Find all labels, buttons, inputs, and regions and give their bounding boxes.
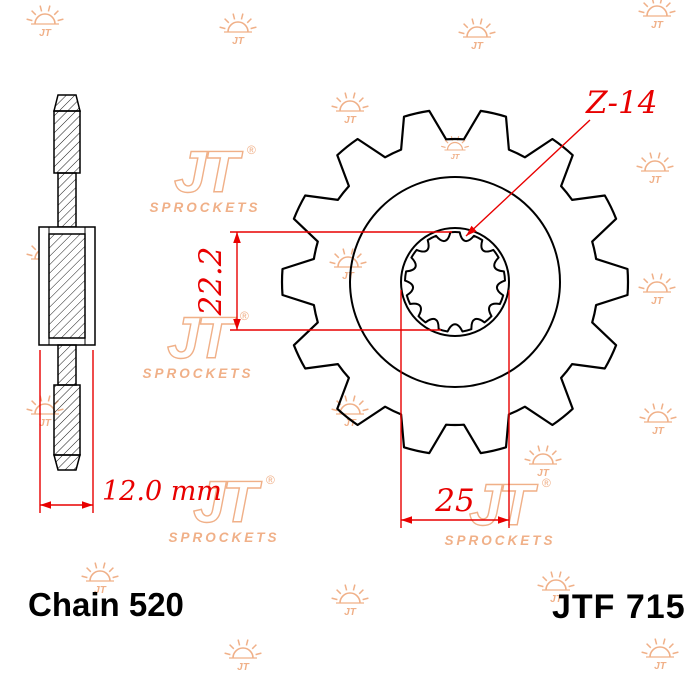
shaft-bottom-chamfer [53, 454, 81, 471]
jt-sprockets-logo: JT ® SPROCKETS [444, 472, 555, 548]
jt-mini-logo-text: JT [39, 418, 52, 429]
registered-mark: ® [266, 473, 275, 487]
bore-diameter-label: 25 [434, 483, 474, 519]
jt-mini-logo-text: JT [237, 662, 250, 673]
registered-mark: ® [542, 476, 551, 490]
registered-mark: ® [240, 309, 249, 323]
jt-mini-logo-text: JT [654, 661, 667, 672]
jt-mini-logo-text: JT [39, 28, 52, 39]
dimension-arrowhead [233, 232, 241, 243]
jt-mini-logo-text: JT [651, 296, 664, 307]
sun-icon: JT [638, 273, 676, 307]
leader-line [465, 119, 591, 237]
jt-sprockets-logo: JT ® SPROCKETS [149, 139, 260, 215]
shaft-upper-section [53, 110, 81, 174]
sun-icon: JT [638, 0, 676, 31]
jt-mini-logo-text: JT [94, 585, 107, 596]
jt-mini-logo-text: JT [471, 41, 484, 52]
dimension-arrowhead [498, 516, 509, 524]
dimension-arrowhead [401, 516, 412, 524]
sprockets-text: SPROCKETS [149, 200, 260, 215]
jt-mini-logo-text: JT [550, 594, 563, 605]
jt-sprockets-logo: JT ® SPROCKETS [142, 305, 253, 381]
sun-icon: JT [219, 13, 257, 47]
hub-core-section [48, 233, 86, 339]
sprockets-text: SPROCKETS [444, 533, 555, 548]
dimension-arrowhead [82, 501, 93, 509]
jt-logo-text: JT [174, 140, 243, 205]
shaft-upper-neck [57, 172, 77, 228]
sprockets-text: SPROCKETS [168, 530, 279, 545]
shaft-lower-section [53, 384, 81, 456]
jt-mini-logo-text: JT [652, 426, 665, 437]
dimension-annotations: 22.2 25 12.0 mm Z-14 [39, 85, 657, 528]
jt-logo-text: JT [469, 473, 538, 538]
dimension-arrowhead [466, 225, 477, 236]
watermark-layer: JTJTJTJTJTJTJTJTJTJTJTJTJTJTJTJTJTJTJTJT… [26, 0, 679, 673]
shaft-lower-neck [57, 344, 77, 386]
gear-teeth-outline [280, 109, 630, 455]
spline-bore-outline [404, 230, 506, 333]
jt-mini-logo-text: JT [651, 20, 664, 31]
registered-mark: ® [247, 143, 256, 157]
jt-mini-logo-text: JT [344, 418, 357, 429]
jt-mini-logo-text: JT [344, 607, 357, 618]
jt-sprockets-logo: JT ® SPROCKETS [168, 469, 279, 545]
sun-icon: JT [329, 248, 367, 282]
jt-mini-logo-text: JT [451, 152, 461, 161]
jt-mini-logo-text: JT [342, 271, 355, 282]
dimension-arrowhead [40, 501, 51, 509]
sprocket-side-view [38, 94, 96, 471]
sun-icon: JT [81, 562, 119, 596]
sun-icon: JT [331, 584, 369, 618]
sun-icon: JT [537, 571, 575, 605]
part-number-label: JTF 715 [552, 588, 686, 626]
jt-mini-logo-text: JT [537, 468, 550, 479]
sun-icon: JT [26, 5, 64, 39]
sun-icon: JT [639, 403, 677, 437]
hub-circle [349, 176, 561, 388]
jt-logo-text: JT [193, 470, 262, 535]
width-label: 12.0 mm [102, 476, 222, 507]
jt-mini-logo-text: JT [344, 115, 357, 126]
jt-mini-logo-text: JT [232, 36, 245, 47]
caption-labels: Chain 520 JTF 715 [28, 586, 686, 626]
sun-icon: JT [224, 639, 262, 673]
sun-icon: JT [458, 18, 496, 52]
shaft-top-chamfer [53, 94, 81, 112]
sun-icon: JT [636, 152, 674, 186]
chain-size-label: Chain 520 [28, 586, 184, 623]
spline-outer-circle [400, 227, 510, 337]
jt-logo-text: JT [167, 306, 236, 371]
sun-icon: JT [641, 638, 679, 672]
sun-icon: JT [331, 395, 369, 429]
sprocket-front-view [280, 109, 630, 455]
dimension-arrowhead [233, 319, 241, 330]
tooth-count-label: Z-14 [585, 85, 657, 121]
sprockets-text: SPROCKETS [142, 366, 253, 381]
sun-icon: JT [331, 92, 369, 126]
inner-diameter-label: 22.2 [193, 246, 229, 316]
sun-icon: JT [524, 445, 562, 479]
jt-mini-logo-text: JT [649, 175, 662, 186]
